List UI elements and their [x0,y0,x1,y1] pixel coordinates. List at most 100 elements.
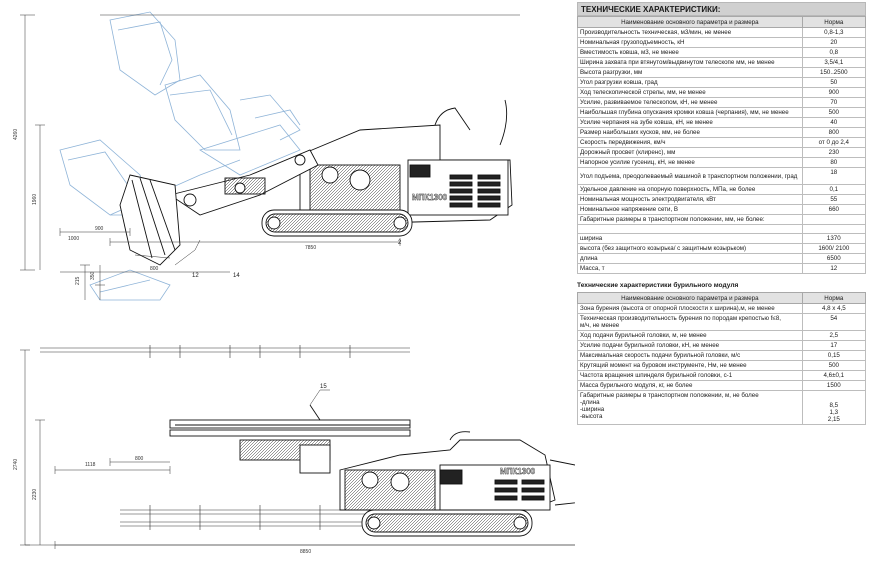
drill-spec-table: Наименование основного параметра и разме… [577,292,867,425]
row-label: Высота разгрузки, мм [577,67,803,78]
row-label: Усилие, развиваемое телескопом, кН, не м… [577,97,803,108]
dim-drill-length: 8850 [300,549,311,555]
row-value: 1370 [801,233,867,244]
row-value: 54 [801,313,867,331]
row-label: длина [577,253,803,264]
row-label: Номинальная мощность электродвигателя, к… [577,194,803,205]
callout-12: 12 [192,273,199,279]
drill-rod-positions [40,345,410,530]
loader-side-view: 4260 1960 900 1000 7850 215 350 800 12 1… [13,11,520,301]
dim-drill-height-total: 2740 [13,459,19,470]
row-value: 3,5/4,1 [801,57,867,68]
dim-drill-height-mid: 2230 [32,489,38,500]
row-label: Номинальное напряжение сети, В [577,204,803,215]
row-value: 12 [801,263,867,274]
loader-spec-angle: Угол подъема, преодолеваемый машиной в т… [577,167,867,185]
header-param: Наименование основного параметра и разме… [577,16,803,28]
row-label: ширина [577,233,803,244]
row-label: Максимальная скорость подачи бурильной г… [577,350,803,361]
table-row: Наибольшая глубина опускания кромки ковш… [577,107,867,118]
table-row: Крутящий момент на буровом инструменте, … [577,360,867,371]
drill-spec-body: Ход подачи бурильной головки, м, не мене… [577,330,867,391]
specs-title: ТЕХНИЧЕСКИЕ ХАРАКТЕРИСТИКИ: [577,2,866,16]
drill-dims-height-value: 2,15 [827,416,840,423]
dim-reach: 900 [95,226,104,232]
row-value: 0,15 [801,350,867,361]
header-norm: Норма [801,292,867,304]
loader-boom [119,149,319,266]
row-label: Зона бурения (высота от опорной плоскост… [577,303,803,314]
row-label: Усилие черпания на зубе ковша, кН, не ме… [577,117,803,128]
drill-dims-width-value: 1,3 [829,409,839,416]
row-label: Дорожный просвет (клиренс), мм [577,147,803,158]
drawing-canvas: 4260 1960 900 1000 7850 215 350 800 12 1… [13,11,575,555]
table-row: Габаритные размеры в транспортном положе… [577,214,867,225]
table-header-row: Наименование основного параметра и разме… [577,16,867,28]
callout-2: 2 [398,240,402,246]
row-value: 2,5 [801,330,867,341]
row-label: Скорость передвижения, км/ч [577,137,803,148]
drill-side-view: 2740 2230 1118 800 8850 15 МПК1300 [13,345,575,555]
table-row: Техническая производительность бурения п… [577,313,867,331]
machine-label-top: МПК1300 [412,193,448,202]
table-row: Габаритные размеры в транспортном положе… [577,390,867,425]
row-value: 4,6±0,1 [801,370,867,381]
row-value: 18 [801,167,867,185]
row-value: 0,8 [801,47,867,58]
table-header-row: Наименование основного параметра и разме… [577,292,867,304]
drill-dims-length: -длина [580,399,600,406]
table-row: Номинальная мощность электродвигателя, к… [577,194,867,205]
dim-low-b: 350 [90,271,96,280]
row-label: Напорное усилие гусениц, кН, не менее [577,157,803,168]
row-value: 6500 [801,253,867,264]
table-row: Удельное давление на опорную поверхность… [577,184,867,195]
drill-dims-label: Габаритные размеры в транспортном положе… [577,390,803,425]
row-label: Частота вращения шпинделя бурильной голо… [577,370,803,381]
drill-spec-top: Зона бурения (высота от опорной плоскост… [577,303,867,331]
row-value: 80 [801,157,867,168]
row-value: 1600/ 2100 [801,243,867,254]
row-label: Номинальная грузоподъемность, кН [577,37,803,48]
row-value: 55 [801,194,867,205]
row-label: Размер наибольших кусков, мм, не более [577,127,803,138]
table-row: Производительность техническая, м3/мин, … [577,27,867,38]
row-value: 500 [801,107,867,118]
callout-15: 15 [320,384,327,390]
row-label: Удельное давление на опорную поверхность… [577,184,803,195]
row-label: Ширина захвата при втянутом/выдвинутом т… [577,57,803,68]
header-param: Наименование основного параметра и разме… [577,292,803,304]
table-row: Усилие, развиваемое телескопом, кН, не м… [577,97,867,108]
table-row: Ширина захвата при втянутом/выдвинутом т… [577,57,867,68]
header-norm: Норма [801,16,867,28]
dim-drill-w1: 1118 [85,462,96,468]
row-value: 20 [801,37,867,48]
table-row: Угол подъема, преодолеваемый машиной в т… [577,167,867,185]
row-value: 660 [801,204,867,215]
spec-sheet: ТЕХНИЧЕСКИЕ ХАРАКТЕРИСТИКИ: Наименование… [577,2,867,425]
technical-drawings: 4260 1960 900 1000 7850 215 350 800 12 1… [13,11,575,555]
dim-length: 7850 [305,245,316,251]
bucket-ghost-positions [59,11,301,301]
loader-body [299,99,513,226]
dim-height-mid: 1960 [32,194,38,205]
row-label: Вместимость ковша, м3, не менее [577,47,803,58]
row-value: 4,8 х 4,5 [801,303,867,314]
table-row: Зона бурения (высота от опорной плоскост… [577,303,867,314]
row-label: Крутящий момент на буровом инструменте, … [577,360,803,371]
drill-dims-values: 8,5 1,3 2,15 [801,390,867,425]
row-value: от 0 до 2,4 [801,137,867,148]
row-value: 0,1 [801,184,867,195]
dim-low-c: 800 [150,266,159,272]
callout-14: 14 [233,273,240,279]
dim-bucket: 1000 [68,236,79,242]
